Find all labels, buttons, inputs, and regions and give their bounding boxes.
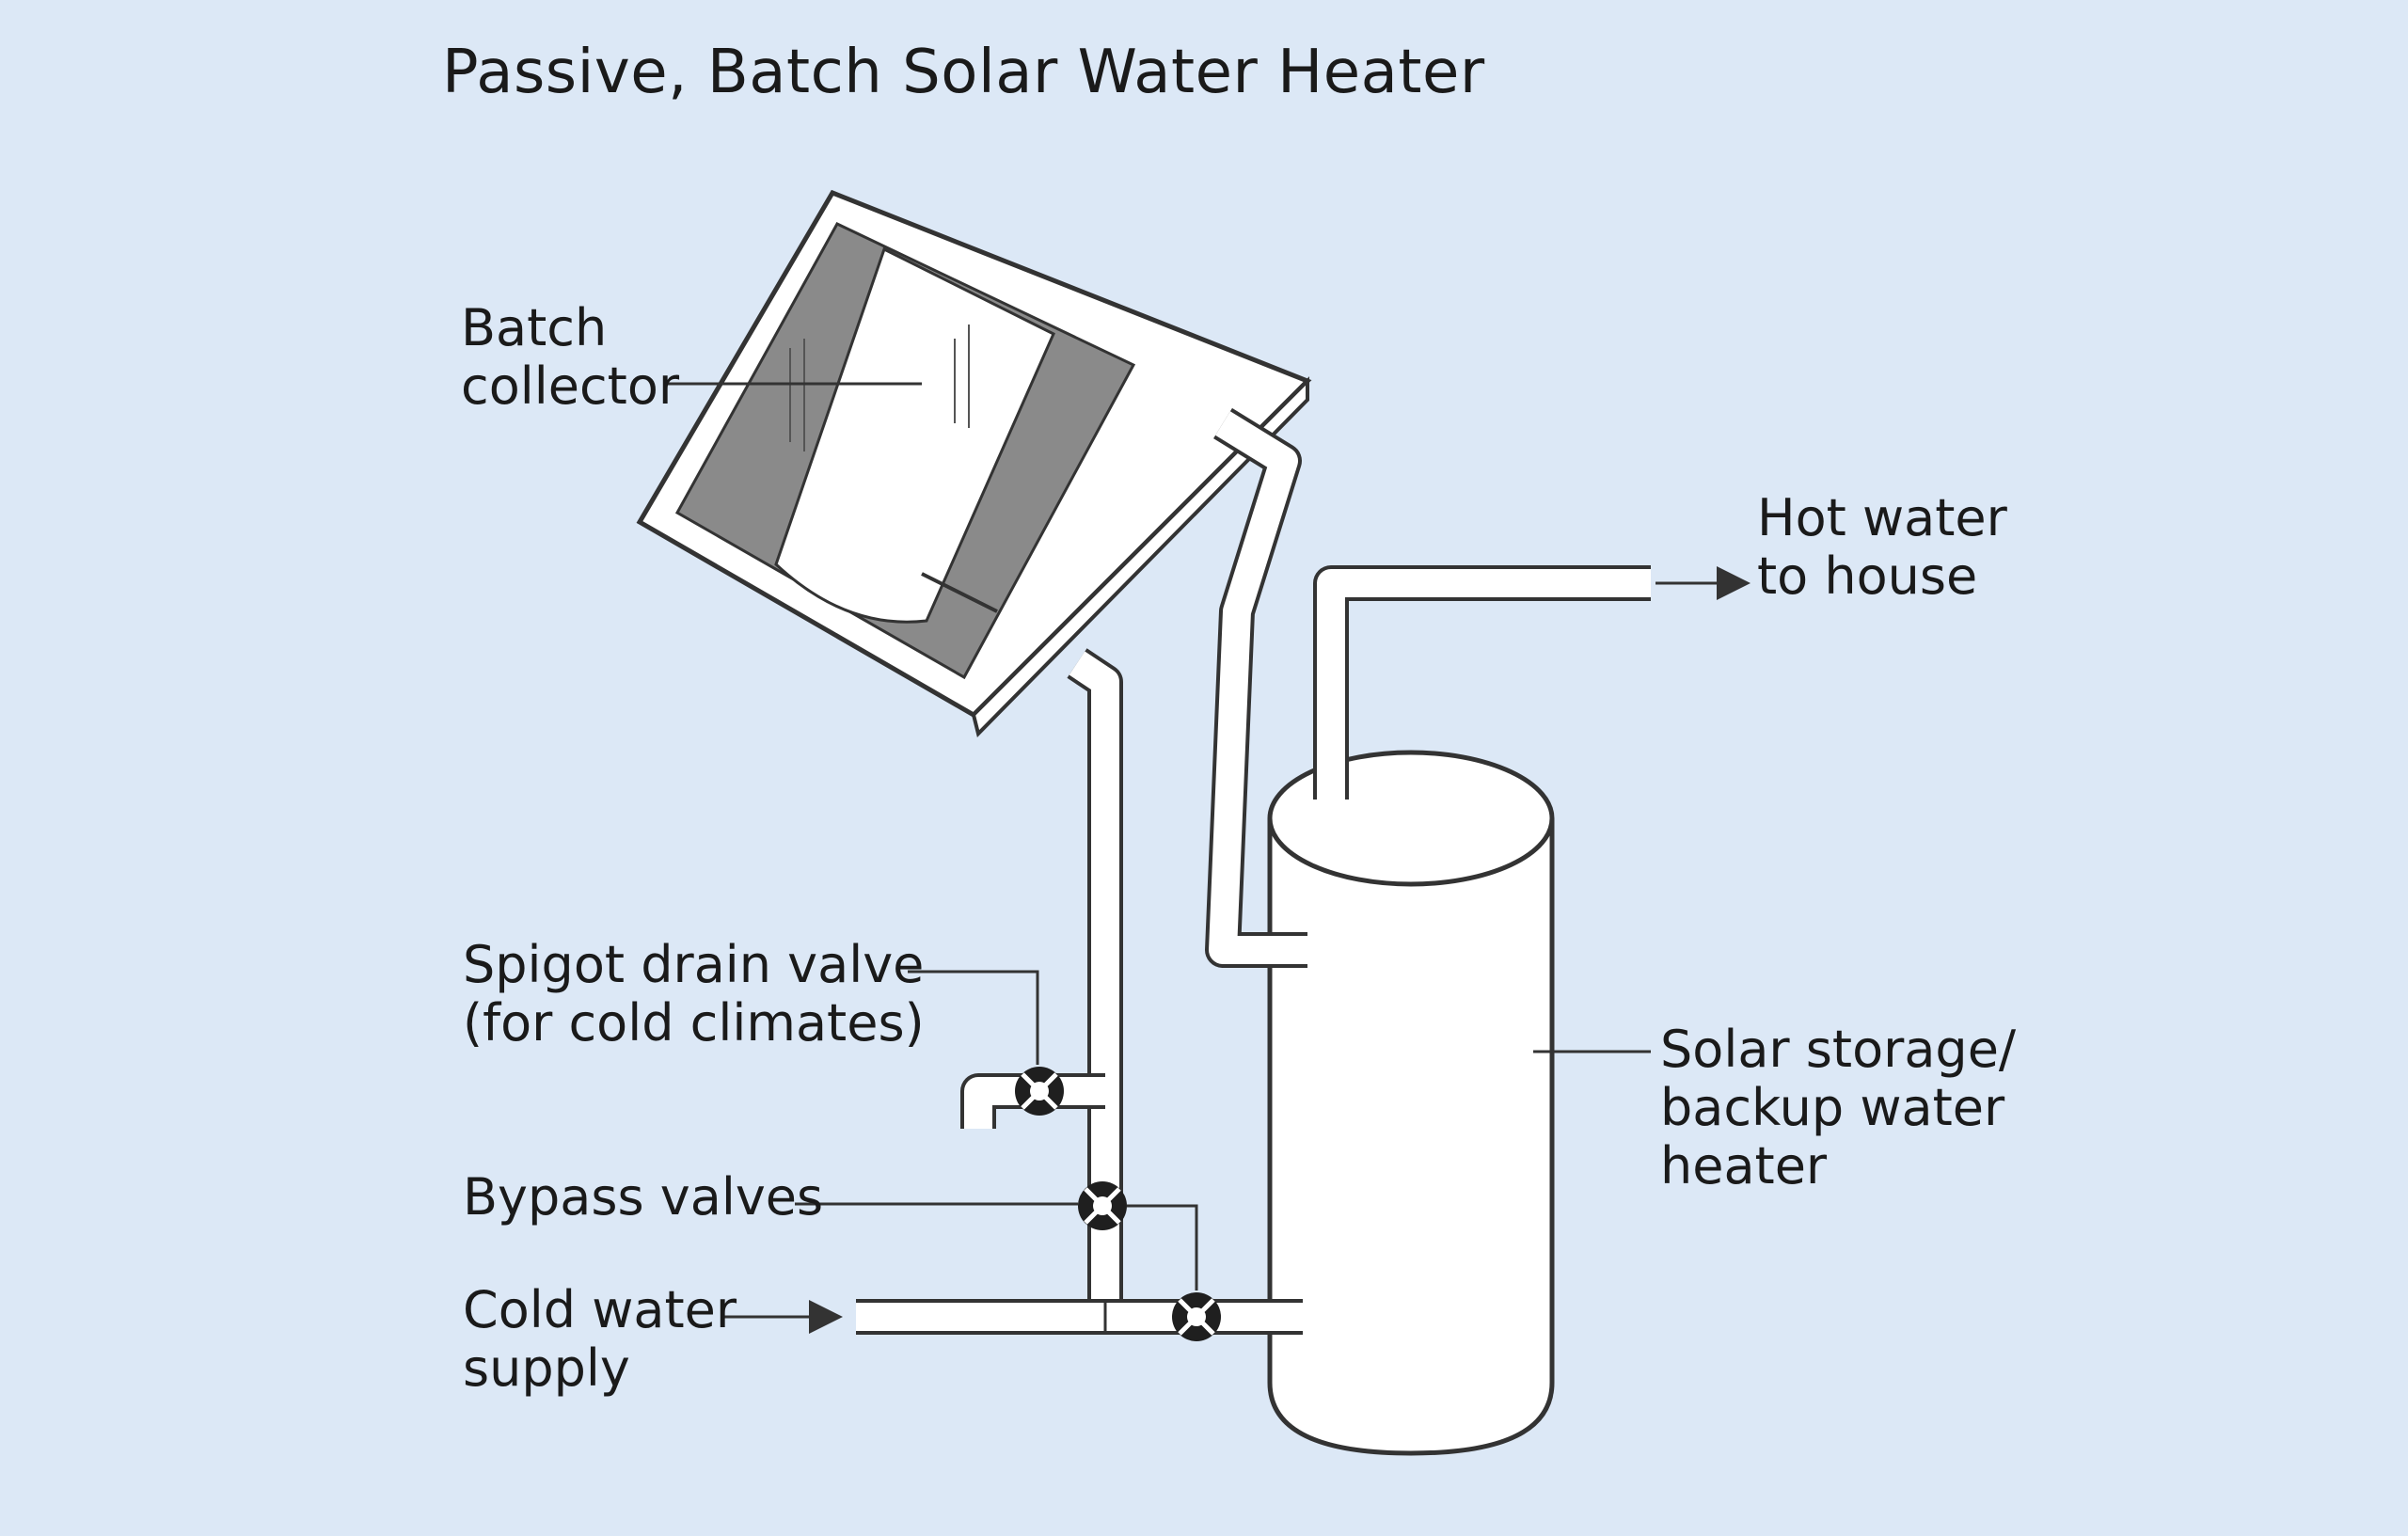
label-hot-water: Hot water to house <box>1757 488 2007 606</box>
storage-tank <box>1267 750 1555 1456</box>
bypass-valve-upper <box>1078 1181 1127 1230</box>
label-cold-water: Cold water supply <box>463 1280 737 1398</box>
bypass-valve-lower <box>1172 1292 1221 1341</box>
label-batch-collector: Batch collector <box>461 298 680 416</box>
diagram-title: Passive, Batch Solar Water Heater <box>442 38 1485 107</box>
hot-water-pipe <box>1313 565 1751 800</box>
collector-outlet-pipe <box>1205 407 1307 968</box>
leader-lines <box>668 382 1651 1291</box>
label-storage-tank: Solar storage/ backup water heater <box>1660 1020 2017 1196</box>
label-spigot-valve: Spigot drain valve (for cold climates) <box>463 935 925 1053</box>
batch-collector-box <box>636 189 1312 737</box>
cold-water-pipe <box>724 1299 1303 1335</box>
spigot-valve <box>1015 1067 1064 1116</box>
label-bypass-valves: Bypass valves <box>463 1167 824 1227</box>
